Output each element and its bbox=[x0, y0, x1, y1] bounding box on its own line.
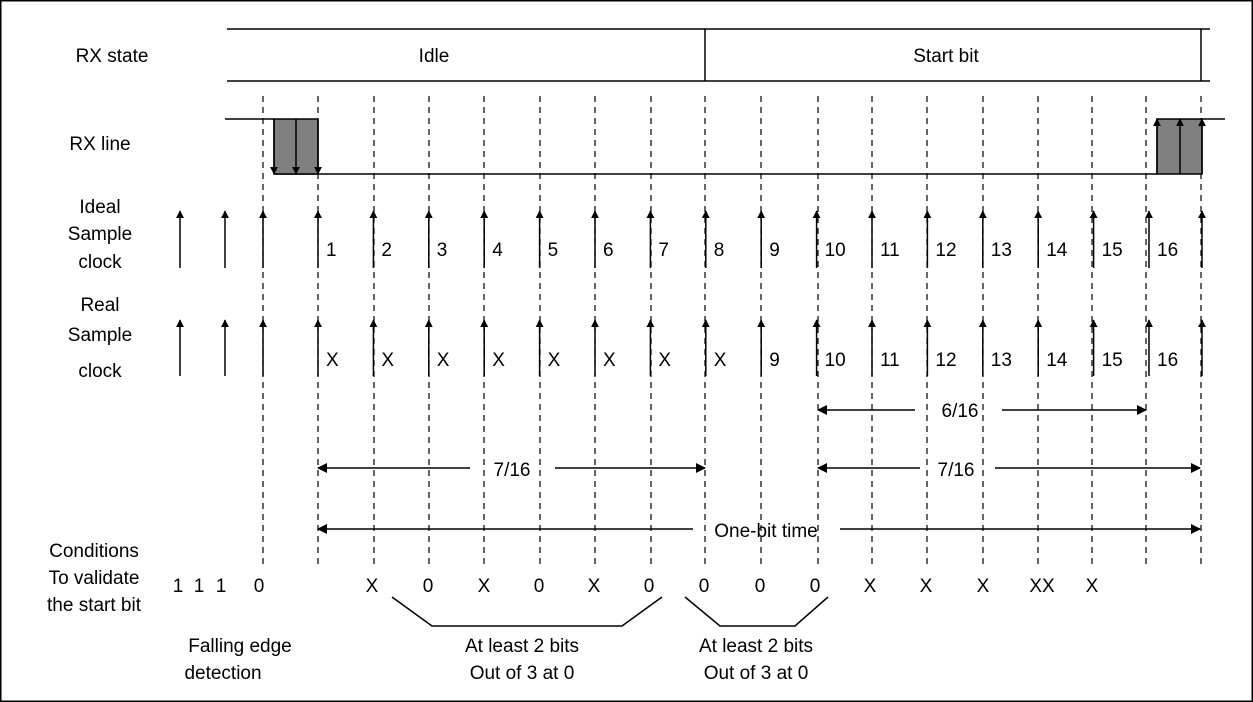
real-sample-label: X bbox=[603, 350, 616, 371]
state-idle-label: Idle bbox=[419, 46, 450, 67]
real-sample-label: 15 bbox=[1102, 350, 1123, 371]
real-sample-label: X bbox=[492, 350, 505, 371]
state-start-bit-label: Start bit bbox=[913, 46, 979, 67]
interval-seven-sixteenths-b: 7/16 bbox=[817, 460, 1201, 481]
dashed-guides bbox=[262, 96, 1202, 566]
row-label-rx-line: RX line bbox=[69, 134, 130, 155]
rx-line-waveform bbox=[225, 118, 1225, 175]
ideal-sample-label: 12 bbox=[935, 240, 956, 261]
interval-seven-sixteenths-a: 7/16 bbox=[317, 460, 706, 481]
real-sample-label: X bbox=[437, 350, 450, 371]
interval-7-16-a-label: 7/16 bbox=[494, 460, 531, 481]
ideal-sample-label: 1 bbox=[326, 240, 337, 261]
ideal-sample-label: 15 bbox=[1102, 240, 1123, 261]
ideal-sample-label: 7 bbox=[658, 240, 669, 261]
ideal-sample-label: 6 bbox=[603, 240, 614, 261]
row-label-ideal-2: Sample bbox=[68, 224, 132, 245]
note-at-least-a-1: At least 2 bits bbox=[465, 636, 579, 657]
ideal-sample-label: 16 bbox=[1157, 240, 1178, 261]
one-bit-time-label: One-bit time bbox=[714, 521, 817, 542]
note-at-least-a-2: Out of 3 at 0 bbox=[470, 663, 575, 684]
real-sample-label: 10 bbox=[825, 350, 846, 371]
cond-group2-value: 0 bbox=[699, 576, 710, 597]
cond-group1-value: 0 bbox=[423, 576, 434, 597]
real-sample-label: 16 bbox=[1157, 350, 1178, 371]
row-label-conditions-1: Conditions bbox=[49, 541, 139, 562]
real-sample-clock: X X X X X X X X 9 10 11 12 13 14 15 16 bbox=[176, 319, 1206, 376]
interval-6-16-label: 6/16 bbox=[942, 401, 979, 422]
real-sample-label: 14 bbox=[1046, 350, 1068, 371]
real-sample-label: X bbox=[548, 350, 561, 371]
rx-state-row: Idle Start bit bbox=[227, 28, 1210, 82]
note-falling-edge-2: detection bbox=[184, 663, 261, 684]
bracket-group1 bbox=[391, 596, 663, 627]
cond-falling-value: 1 bbox=[173, 576, 184, 597]
row-label-ideal-1: Ideal bbox=[79, 197, 120, 218]
real-sample-label: X bbox=[326, 350, 339, 371]
note-at-least-b-1: At least 2 bits bbox=[699, 636, 813, 657]
ideal-sample-label: 8 bbox=[714, 240, 725, 261]
condition-brackets bbox=[391, 596, 829, 627]
ideal-sample-label: 4 bbox=[492, 240, 503, 261]
real-sample-label: X bbox=[658, 350, 671, 371]
ideal-sample-label: 5 bbox=[548, 240, 559, 261]
cond-group1-value: 0 bbox=[644, 576, 655, 597]
cond-falling-value: 1 bbox=[194, 576, 205, 597]
note-at-least-b-2: Out of 3 at 0 bbox=[704, 663, 809, 684]
ideal-sample-label: 9 bbox=[769, 240, 780, 261]
interval-six-sixteenths: 6/16 bbox=[817, 401, 1147, 422]
ideal-sample-label: 14 bbox=[1046, 240, 1068, 261]
cond-tail-value: XX bbox=[1029, 576, 1055, 597]
cond-group2-value: 0 bbox=[755, 576, 766, 597]
ideal-sample-label: 10 bbox=[825, 240, 846, 261]
cond-group2-value: 0 bbox=[810, 576, 821, 597]
ideal-sample-label: 13 bbox=[991, 240, 1012, 261]
row-label-conditions-3: the start bit bbox=[47, 595, 142, 616]
row-label-ideal-3: clock bbox=[78, 252, 122, 273]
condition-values: 1 1 1 0 X 0 X 0 X 0 0 0 0 X X X XX X bbox=[173, 576, 1099, 597]
cond-group1-value: X bbox=[478, 576, 491, 597]
ideal-sample-label: 3 bbox=[437, 240, 448, 261]
row-label-conditions-2: To validate bbox=[49, 568, 140, 589]
cond-tail-value: X bbox=[1086, 576, 1099, 597]
cond-tail-value: X bbox=[864, 576, 877, 597]
ideal-sample-label: 2 bbox=[381, 240, 392, 261]
cond-group1-value: 0 bbox=[534, 576, 545, 597]
real-sample-label: 12 bbox=[935, 350, 956, 371]
real-sample-label: X bbox=[714, 350, 727, 371]
ideal-sample-label: 11 bbox=[880, 240, 900, 261]
row-label-rx-state: RX state bbox=[76, 46, 149, 67]
interval-one-bit-time: One-bit time bbox=[317, 521, 1201, 542]
real-sample-label: 9 bbox=[769, 350, 780, 371]
real-sample-label: 13 bbox=[991, 350, 1012, 371]
interval-7-16-b-label: 7/16 bbox=[938, 460, 975, 481]
bracket-group2 bbox=[684, 596, 829, 627]
cond-falling-value: 1 bbox=[216, 576, 227, 597]
real-sample-label: 11 bbox=[880, 350, 900, 371]
cond-falling-value: 0 bbox=[254, 576, 265, 597]
real-sample-label: X bbox=[381, 350, 394, 371]
note-falling-edge-1: Falling edge bbox=[188, 636, 292, 657]
row-label-real-1: Real bbox=[80, 295, 119, 316]
row-label-real-2: Sample bbox=[68, 325, 132, 346]
row-label-real-3: clock bbox=[78, 361, 122, 382]
cond-tail-value: X bbox=[977, 576, 990, 597]
cond-group1-value: X bbox=[366, 576, 379, 597]
cond-group1-value: X bbox=[588, 576, 601, 597]
cond-tail-value: X bbox=[920, 576, 933, 597]
